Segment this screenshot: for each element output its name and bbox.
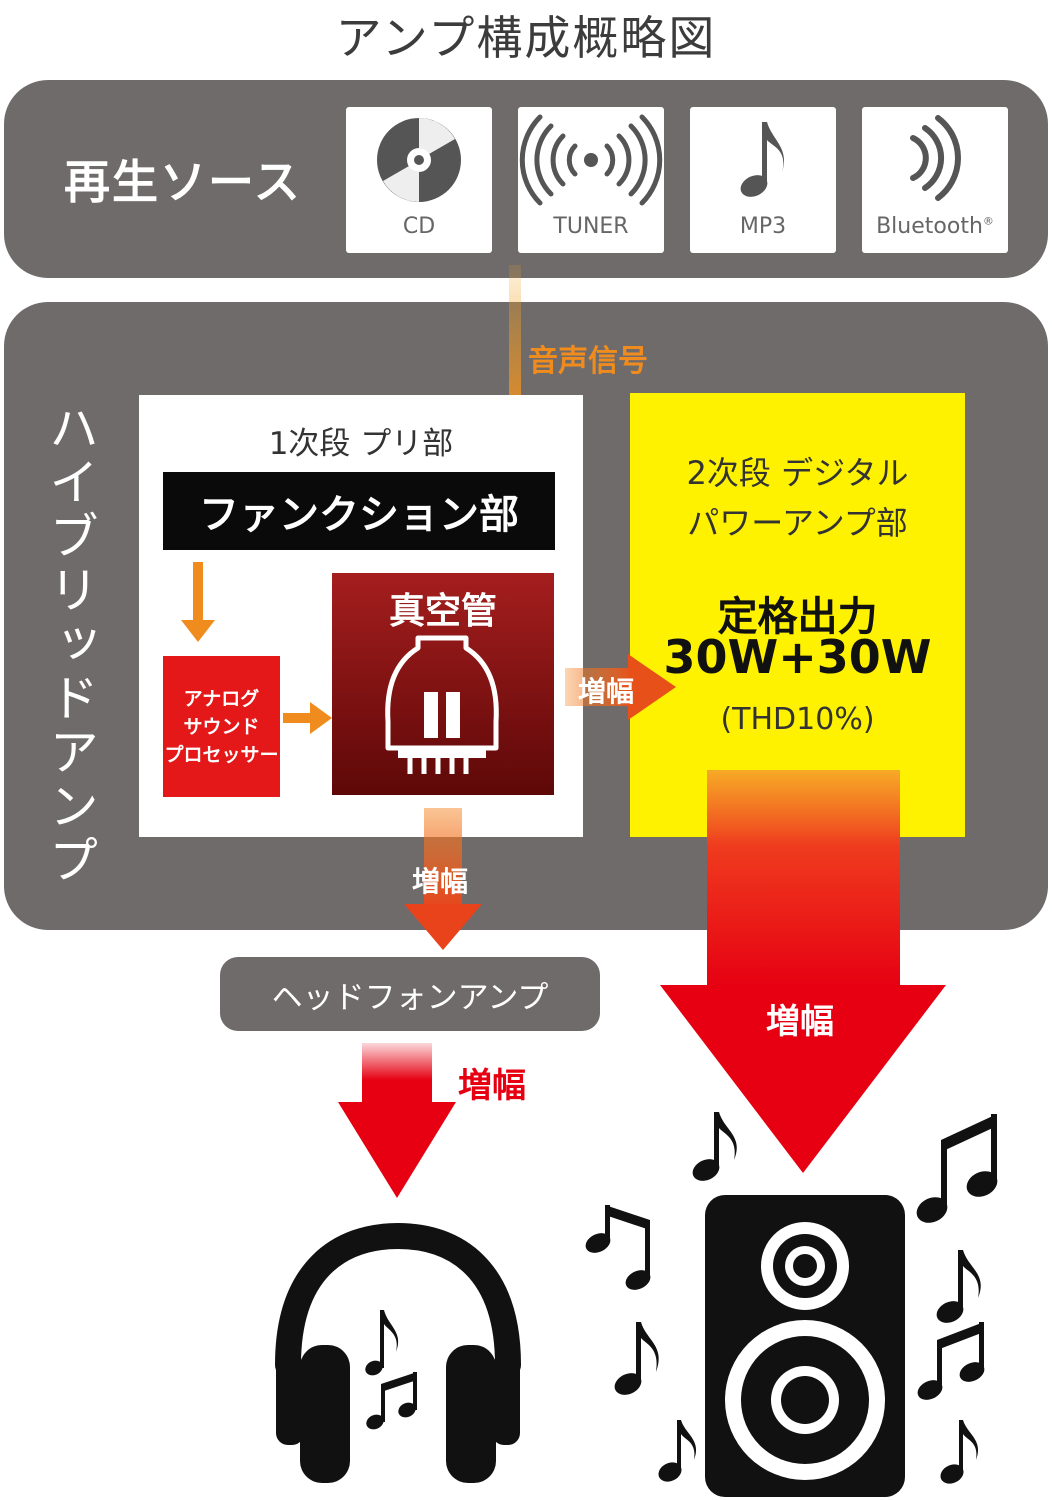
headphone-out-shaft: [362, 1043, 432, 1105]
thd-label: (THD10%): [720, 702, 875, 737]
vacuum-tube-icon-overlay: [385, 635, 499, 774]
source-item-cd: CD: [346, 107, 492, 253]
music-note-icon: [740, 122, 785, 197]
source-panel-label: 再生ソース: [64, 155, 302, 209]
amp-label-speaker-out: 増幅: [766, 1002, 834, 1042]
source-item-label: MP3: [739, 214, 787, 239]
source-item-label: CD: [402, 214, 436, 239]
radio-waves-icon: [519, 114, 663, 206]
registered-mark: ®: [982, 214, 994, 228]
source-item-mp3: MP3: [690, 107, 836, 253]
rated-output-value: 30W+30W: [663, 630, 932, 684]
headphone-amp-label: ヘッドフォンアンプ: [271, 979, 549, 1016]
tube-to-power-shaft: [565, 668, 633, 706]
power-amp-subtitle-1: 2次段 デジタル: [686, 454, 909, 492]
hybrid-amp-label: ハイブリッドアンプ: [41, 402, 99, 888]
amp-label-tube-to-headphone: 増幅: [412, 865, 469, 898]
asp-line: サウンド: [183, 715, 260, 738]
speaker-out-shaft: [707, 770, 900, 988]
asp-to-tube-head: [310, 702, 332, 734]
amp-label-tube-to-power: 増幅: [578, 675, 635, 708]
music-notes-decoration: [585, 1112, 998, 1484]
source-item-label: Bluetooth: [876, 214, 983, 239]
speaker-out-head: [660, 985, 946, 1173]
tube-to-power-head: [628, 654, 676, 720]
function-label: ファンクション部: [199, 492, 519, 538]
power-amp-subtitle-2: パワーアンプ部: [687, 504, 908, 542]
headphone-out-head: [338, 1102, 456, 1198]
amp-label-headphone-out: 増幅: [458, 1066, 526, 1106]
signal-label: 音声信号: [528, 344, 648, 379]
tube-down-shaft: [424, 808, 462, 910]
speaker-icon: [705, 1195, 905, 1497]
headphones-icon: [275, 1222, 521, 1483]
headphone-amp-label-wrap: ヘッドフォンアンプ: [220, 957, 600, 1031]
source-item-label: TUNER: [553, 214, 629, 239]
asp-text: アナログ サウンド プロセッサー: [164, 685, 278, 769]
function-to-asp-head: [181, 620, 215, 642]
asp-to-tube-shaft: [283, 713, 313, 723]
analog-sound-processor-block: アナログ サウンド プロセッサー: [163, 656, 280, 797]
source-item-tuner: TUNER: [518, 107, 664, 253]
asp-line: プロセッサー: [164, 743, 279, 766]
vacuum-tube-label: 真空管: [388, 591, 497, 632]
bluetooth-waves-icon: [910, 115, 961, 201]
rated-output-label: 定格出力: [717, 594, 878, 640]
page-title: アンプ構成概略図: [335, 11, 717, 65]
tube-down-head: [404, 904, 482, 950]
pre-stage-title: 1次段 プリ部: [268, 426, 454, 462]
source-item-bluetooth: Bluetooth®: [862, 107, 1008, 253]
cd-icon: [377, 118, 461, 202]
power-amp-box: [630, 393, 965, 837]
headphone-amp-box: [220, 957, 600, 1031]
bluetooth-label-wrap: Bluetooth®: [862, 214, 1008, 239]
asp-line: アナログ: [183, 687, 260, 710]
function-to-asp-shaft: [193, 562, 203, 622]
function-block: ファンクション部: [163, 472, 555, 550]
